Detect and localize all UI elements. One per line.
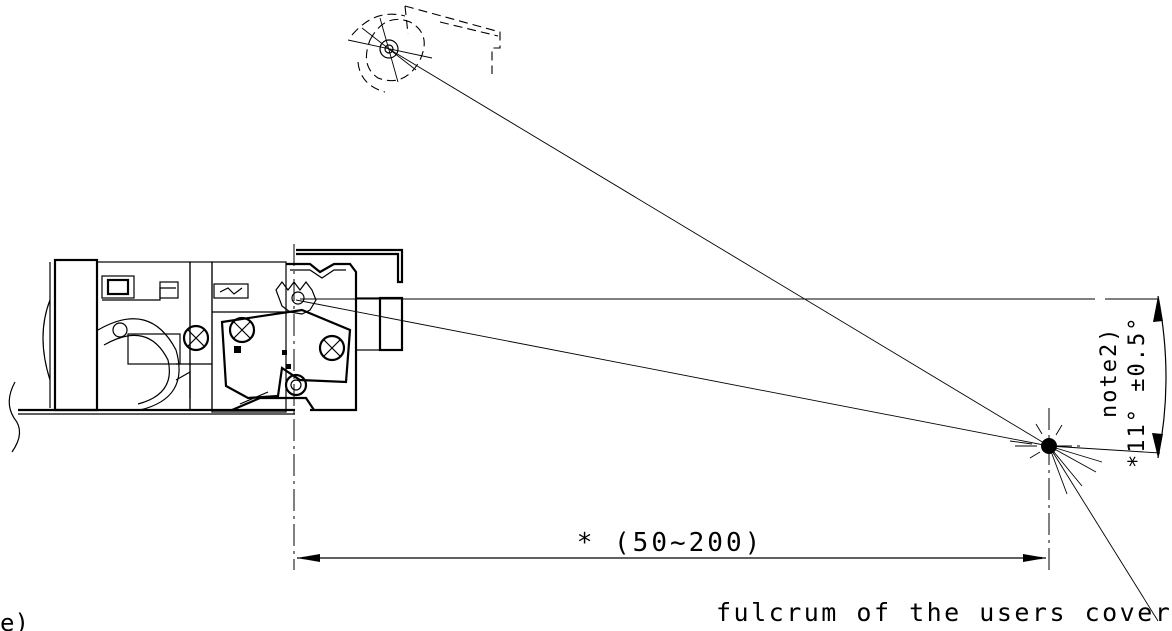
mechanism-assembly [8,248,404,453]
fulcrum-caption: fulcrum of the users cover [716,598,1172,627]
angle-label: *11° ±0.5° [1125,316,1150,468]
note-label: note2) [1097,327,1122,418]
open-cover-outline [347,5,501,93]
center-lines [293,244,1083,570]
construction-lines [295,48,1161,622]
dimension-label: * (50~200) [577,528,764,558]
angle-dimension [1152,295,1167,459]
corner-fragment: e) [0,609,29,631]
dimension-line [297,554,1046,562]
fulcrum-point [1041,438,1057,454]
